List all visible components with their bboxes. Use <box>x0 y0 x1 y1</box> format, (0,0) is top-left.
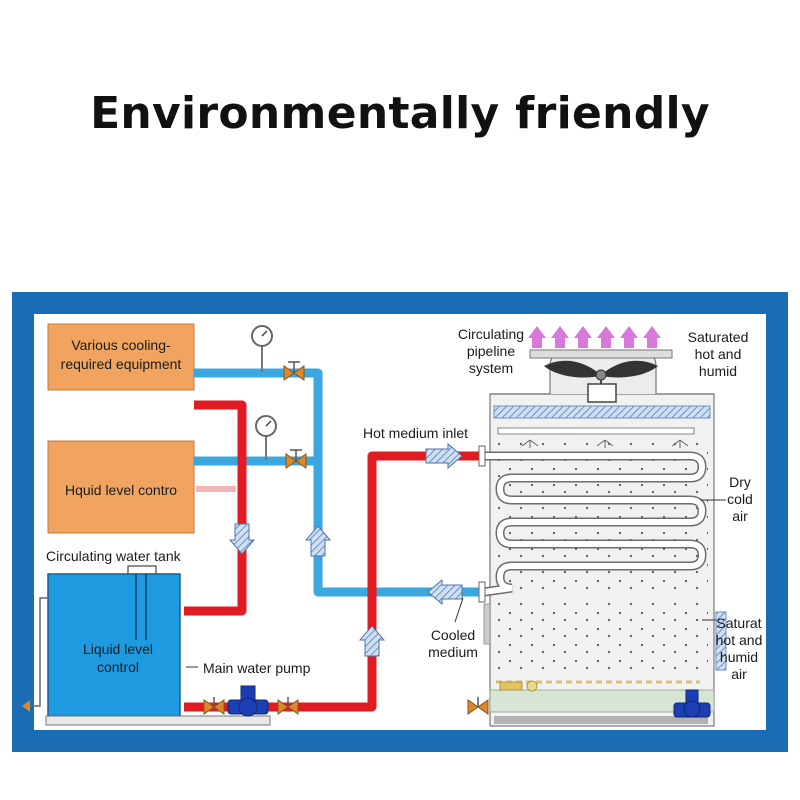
tank-label: Liquid level control <box>82 641 154 675</box>
valve-icon <box>203 697 225 715</box>
valve-icon <box>285 449 307 469</box>
tank-title-label: Circulating water tank <box>46 548 181 564</box>
pump-label: Main water pump <box>203 660 311 676</box>
cooled-medium-label: Cooled medium <box>428 627 478 660</box>
liquid-control-box-label: Hquid level contro <box>64 482 178 498</box>
pressure-gauge-icon <box>255 415 277 460</box>
circulating-water-tank <box>22 565 271 726</box>
pipeline-label: Circulating pipeline system <box>457 326 525 376</box>
smudge-mark <box>196 486 236 492</box>
valve-icon <box>277 697 299 715</box>
page-title: Environmentally friendly <box>90 88 710 139</box>
coil-flange <box>478 445 486 467</box>
flow-arrow-icon <box>228 442 705 657</box>
pressure-gauge-icon <box>251 325 273 372</box>
liquid-control-box <box>47 440 195 534</box>
saturated-top-label: Saturated hot and humid <box>687 329 749 379</box>
equipment-box <box>47 323 195 391</box>
fan-icon <box>544 360 658 403</box>
tower-pump <box>673 689 711 718</box>
exhaust-mist-icon <box>528 326 661 348</box>
spray-header <box>497 427 695 448</box>
hot-inlet-label: Hot medium inlet <box>363 425 469 441</box>
valve-icon <box>467 697 489 715</box>
coil-flange <box>478 581 486 603</box>
saturated-side-label: Saturat hot and humid air <box>715 615 763 682</box>
valve-icon <box>283 361 305 381</box>
main-water-pump <box>227 685 269 717</box>
equipment-box-label: Various cooling- required equipment <box>60 337 182 372</box>
dry-cold-air-label: Dry cold air <box>727 474 753 524</box>
heat-exchange-coil-inner <box>481 453 706 595</box>
leader-lines <box>186 499 726 668</box>
cooling-tower <box>483 349 727 727</box>
